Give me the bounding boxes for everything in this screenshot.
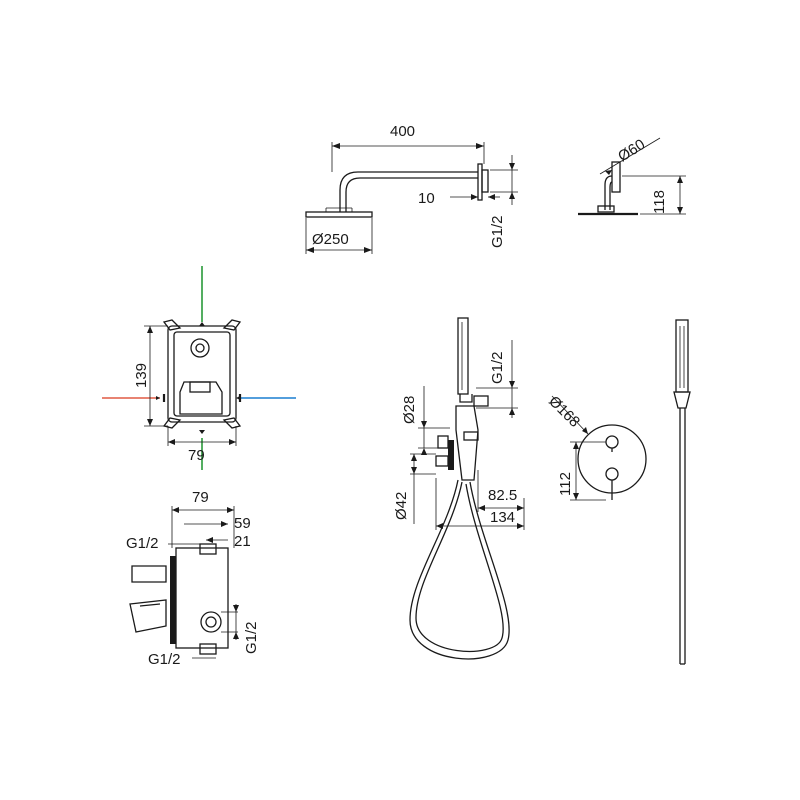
dim-hand-thread: G1/2 (489, 351, 506, 384)
dim-holder-diameter: Ø42 (393, 492, 410, 520)
hand-shower-view: G1/2 Ø28 Ø42 82.5 134 (393, 317, 525, 660)
shower-arm-view: 400 10 G1/2 Ø250 (305, 123, 518, 254)
dim-plate-height: 112 (557, 472, 574, 496)
dim-head-diameter: Ø250 (312, 231, 349, 248)
mixer-box-front-view: 139 79 (102, 266, 296, 470)
cover-plate-view: Ø168 112 (545, 393, 647, 501)
dim-side-depth-1: 59 (234, 515, 251, 532)
dim-side-thread-top: G1/2 (126, 535, 159, 552)
dim-wall-offset: 10 (418, 190, 435, 207)
dim-box-height: 139 (133, 363, 150, 388)
dim-side-thread-bottom: G1/2 (148, 651, 181, 668)
dim-side-depth-2: 21 (234, 533, 251, 550)
dim-projection-2: 134 (490, 509, 515, 526)
dim-projection-1: 82.5 (488, 487, 517, 504)
mixer-box-side-view: 79 59 21 G1/2 G1/2 G1/2 (126, 489, 260, 668)
dim-box-width: 79 (188, 447, 205, 464)
dim-arm-thread: G1/2 (489, 215, 506, 248)
dim-arm-length: 400 (390, 123, 415, 140)
hose-side-view (673, 319, 691, 665)
dim-flange-diameter: Ø60 (615, 136, 648, 165)
dim-side-thread-right: G1/2 (243, 621, 260, 654)
dim-plate-diameter: Ø168 (545, 393, 583, 431)
dim-outlet-diameter: Ø28 (401, 396, 418, 424)
dim-arm-height: 118 (651, 190, 668, 214)
shower-arm-side-view: Ø60 118 (578, 136, 686, 216)
dim-side-width: 79 (192, 489, 209, 506)
